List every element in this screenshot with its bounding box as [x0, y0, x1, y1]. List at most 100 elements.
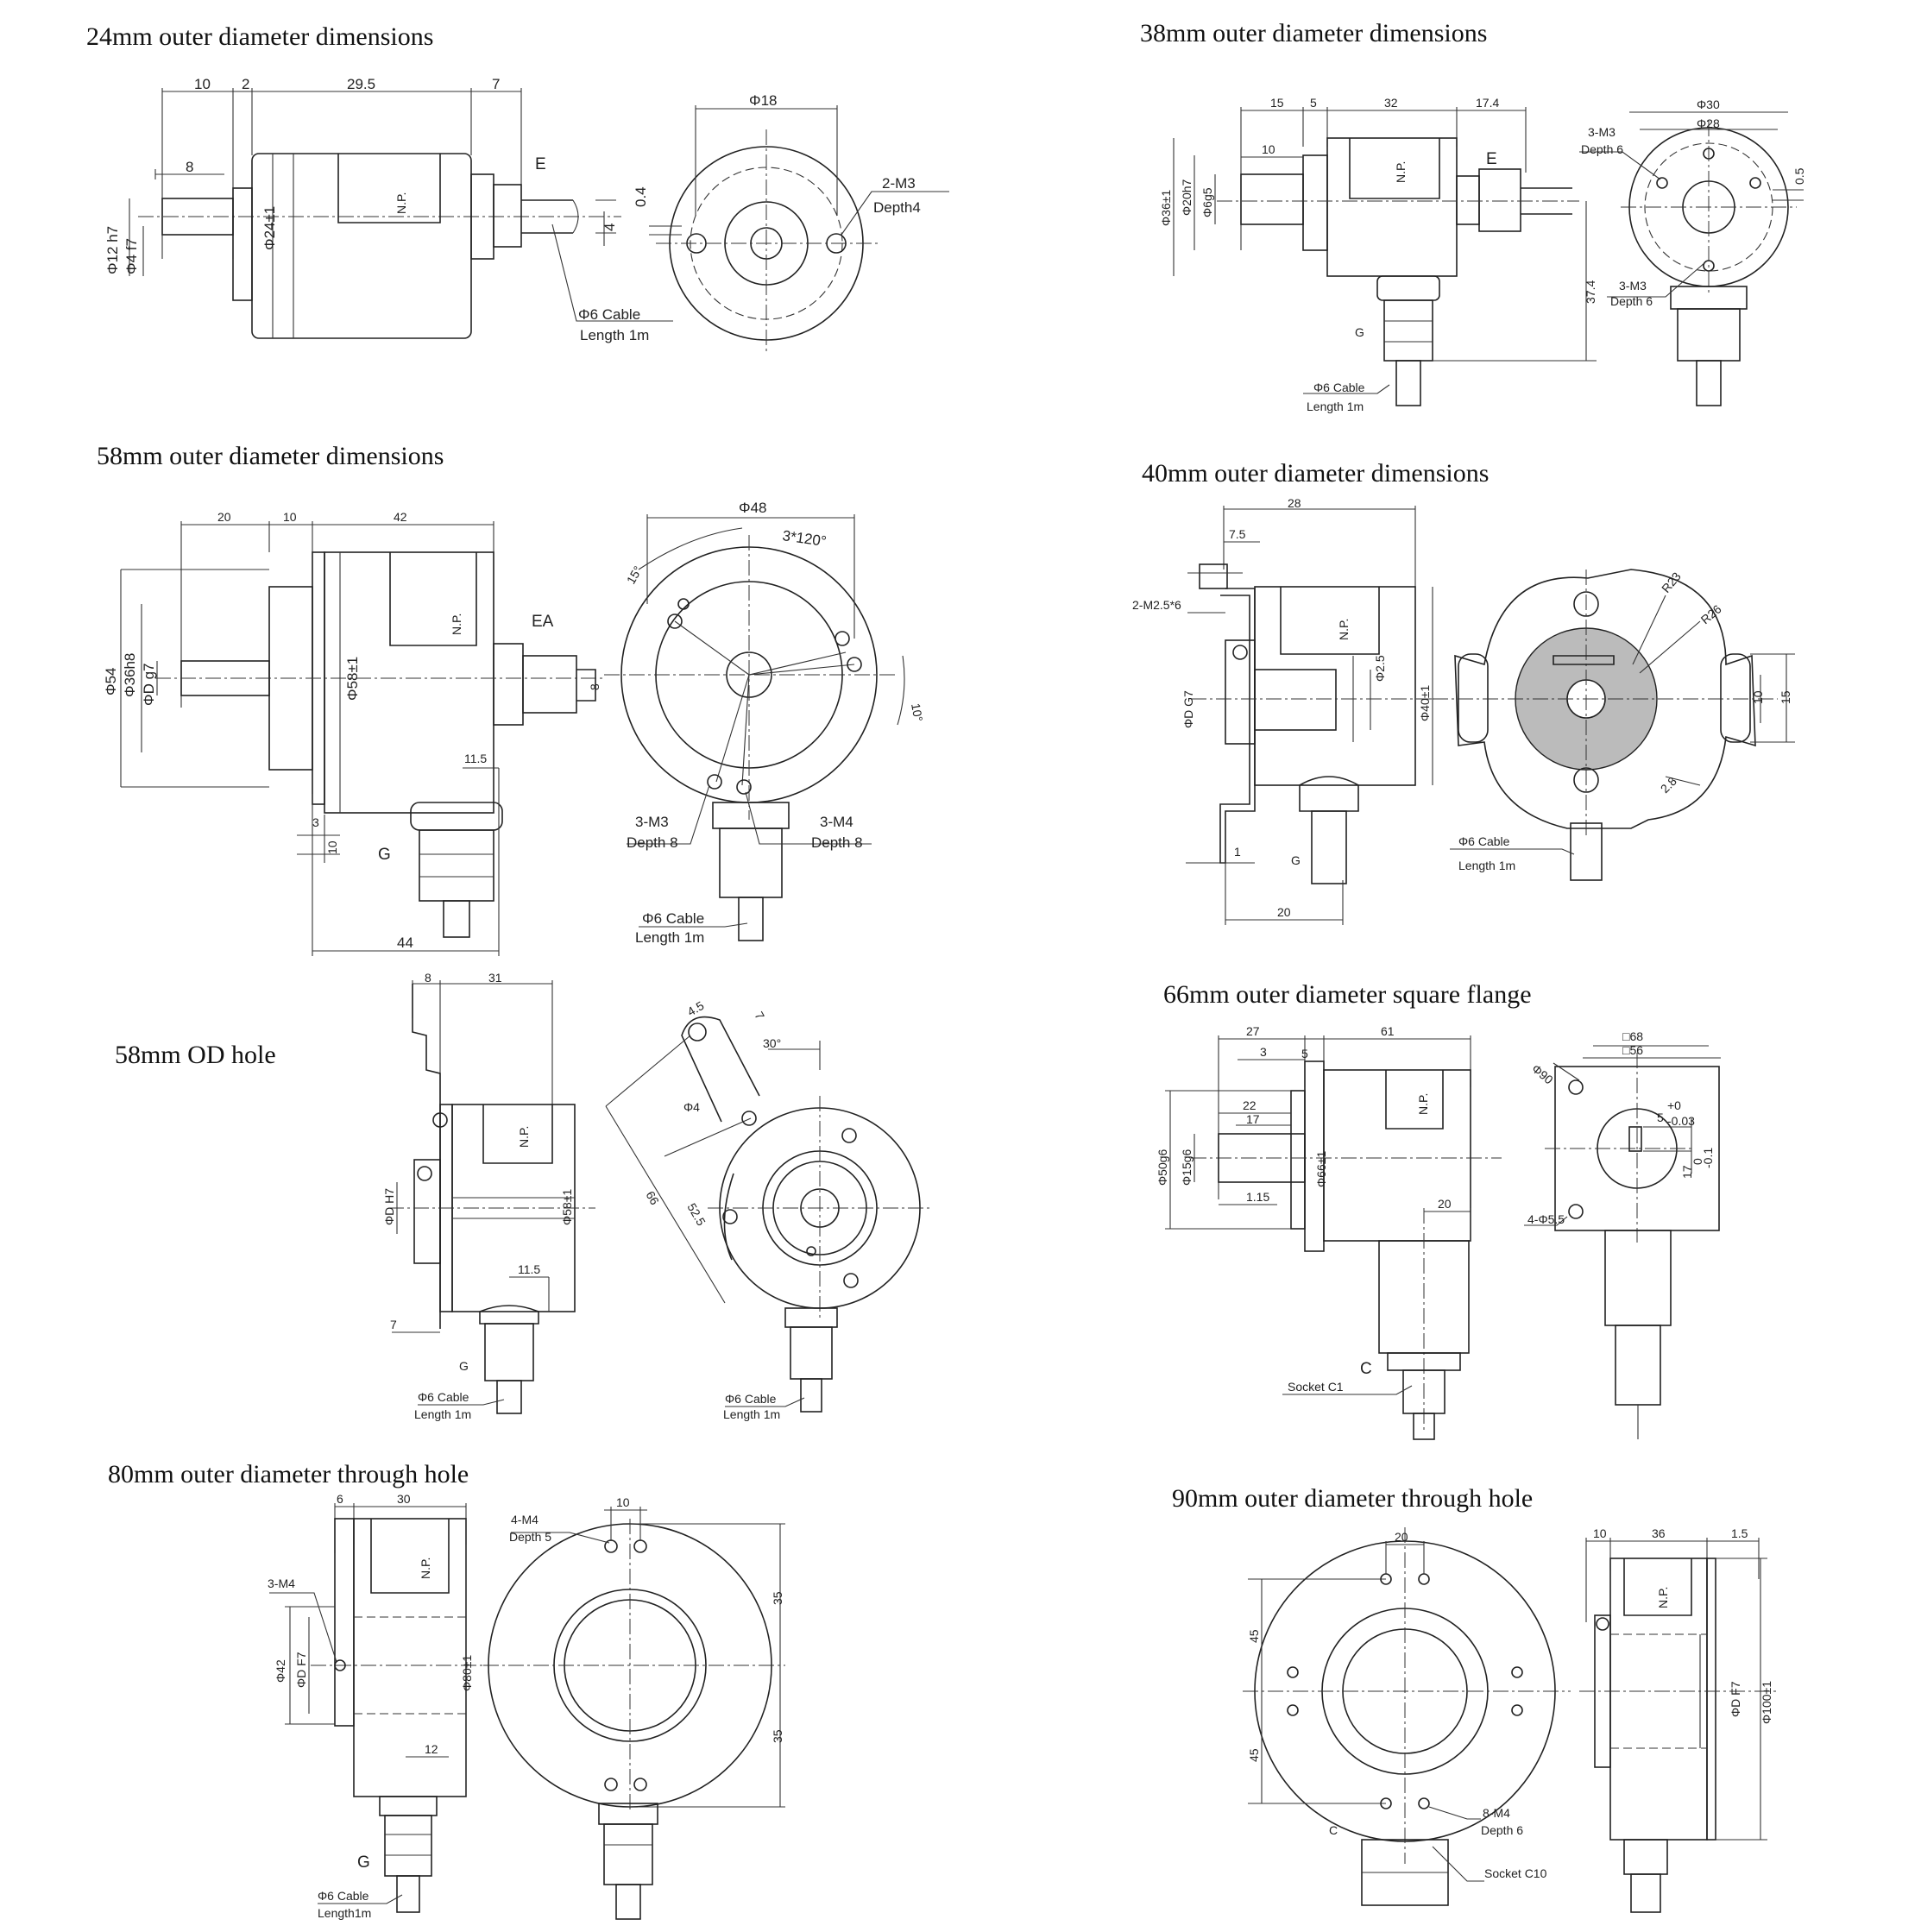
dimension-label-p40-np: N.P.	[1337, 619, 1351, 640]
front-view-90	[1243, 1527, 1571, 1906]
dimension-label-p24-d10: 10	[194, 76, 211, 92]
dimension-label-p58-m3: 3-M3	[635, 814, 669, 830]
title-66mm: 66mm outer diameter square flange	[1163, 980, 1532, 1009]
dimension-label-p24-cable: Φ6 Cable	[578, 306, 640, 323]
dimension-label-p24-phi18: Φ18	[749, 92, 777, 109]
dimension-label-p40-d15: 15	[1779, 690, 1792, 704]
dimension-label-p38-m3a: 3-M3	[1588, 125, 1616, 139]
dimension-label-p38-d10: 10	[1262, 142, 1275, 156]
dimension-label-p58-d10b: 10	[325, 840, 339, 854]
side-view-40	[1186, 506, 1433, 925]
dimension-label-p58-d3: 3	[312, 815, 319, 829]
dimension-label-p58h-d30: 30°	[763, 1036, 781, 1050]
side-view-38	[1173, 107, 1597, 406]
dimension-label-p24-phi24: Φ24±1	[261, 206, 278, 250]
dimension-label-p66-d27: 27	[1246, 1024, 1260, 1038]
dimension-label-p24-length: Length 1m	[580, 327, 649, 343]
dimension-label-p40-phid: ΦD G7	[1181, 690, 1195, 728]
dimension-label-p58-d8: 8	[588, 683, 601, 690]
dimension-label-p90-socket: Socket C10	[1484, 1866, 1547, 1880]
dimension-label-p66-tol1: +0	[1667, 1098, 1681, 1112]
dimension-label-p38-deptha: Depth 6	[1581, 142, 1623, 156]
dimension-label-p80-d35a: 35	[771, 1591, 784, 1605]
dimension-label-p90-d1-5: 1.5	[1731, 1526, 1748, 1540]
title-80mm: 80mm outer diameter through hole	[108, 1460, 469, 1488]
panel-40mm: 28 7.5 2-M2.5*6 N.P. ΦD G7 Φ2.5 Φ40±1 1 …	[1132, 496, 1795, 925]
dimension-label-p66-phi66: Φ66±1	[1314, 1151, 1328, 1187]
dimension-label-p24-d7: 7	[492, 76, 500, 92]
dimension-label-p24-d0-4: 0.4	[633, 186, 649, 207]
dimension-label-p40-m25: 2-M2.5*6	[1132, 598, 1181, 612]
dimension-label-p90-d36: 36	[1652, 1526, 1666, 1540]
dimension-label-p38-phi30: Φ30	[1697, 98, 1720, 111]
dimension-label-p66-phi15: Φ15g6	[1180, 1149, 1194, 1186]
dimension-label-p58h-d7: 7	[390, 1318, 397, 1331]
dimension-label-p38-m3b: 3-M3	[1619, 279, 1647, 293]
front-view-58	[604, 514, 905, 941]
dimension-label-p66-np: N.P.	[1416, 1093, 1430, 1115]
dimension-label-p40-d7-5: 7.5	[1229, 527, 1246, 541]
dimension-label-p80-depth: Depth 5	[509, 1530, 551, 1544]
dimension-label-p58h-phidh: ΦD H7	[382, 1188, 396, 1225]
dimension-label-p90-d20: 20	[1395, 1530, 1408, 1544]
dimension-label-p80-d6: 6	[337, 1492, 343, 1506]
dimension-label-p58h-length2: Length 1m	[723, 1407, 780, 1421]
front-view-58h	[605, 1016, 932, 1413]
dimension-label-p66-d61: 61	[1381, 1024, 1395, 1038]
dimension-label-p66-d3: 3	[1260, 1045, 1267, 1059]
dimension-label-p38-phi6: Φ6g5	[1200, 187, 1214, 217]
panel-24mm: 10 2 29.5 7 8 E N.P. Φ12 h7 Φ4 f7 Φ24±1 …	[104, 76, 949, 354]
dimension-label-p58-d10: 10	[283, 510, 297, 524]
dimension-label-p58h-length1: Length 1m	[414, 1407, 471, 1421]
panel-66mm: 27 61 3 5 22 17 N.P. Φ50g6 Φ15g6 Φ66±1 1…	[1156, 1024, 1721, 1440]
dimension-label-p38-phi36: Φ36±1	[1159, 190, 1173, 226]
dimension-label-p66-sq68: □68	[1622, 1029, 1643, 1043]
dimension-label-p40-cable: Φ6 Cable	[1458, 834, 1510, 848]
title-58mm-hole: 58mm OD hole	[115, 1041, 276, 1069]
title-90mm: 90mm outer diameter through hole	[1172, 1484, 1534, 1513]
dimension-label-p66-holes: 4-Φ5.5	[1527, 1212, 1565, 1226]
dimension-label-p66-phi90: Φ90	[1529, 1061, 1556, 1087]
dimension-label-p90-np: N.P.	[1656, 1587, 1670, 1608]
dimension-label-p66-tol4: -0.1	[1701, 1148, 1715, 1168]
front-view-40	[1433, 569, 1795, 881]
dimension-label-p66-sq56: □56	[1622, 1043, 1643, 1057]
dimension-label-p58-d44: 44	[397, 935, 413, 951]
dimension-label-p24-phi12: Φ12 h7	[104, 226, 121, 274]
title-38mm: 38mm outer diameter dimensions	[1140, 19, 1488, 47]
dimension-label-p58-d3x120: 3*120°	[781, 527, 827, 550]
front-view-80	[483, 1507, 785, 1920]
dimension-label-p90-phi100: Φ100±1	[1760, 1681, 1773, 1724]
panel-38mm: 15 5 32 17.4 10 E N.P. Φ36±1 Φ20h7 Φ6g5 …	[1159, 96, 1806, 413]
dimension-label-p40-r26: R26	[1698, 601, 1724, 626]
title-40mm: 40mm outer diameter dimensions	[1142, 459, 1490, 488]
dimension-label-p38-cable: Φ6 Cable	[1313, 381, 1365, 394]
dimension-label-p58-cable: Φ6 Cable	[642, 910, 704, 927]
dimension-label-p38-d15: 15	[1270, 96, 1284, 110]
dimension-label-p24-np: N.P.	[394, 192, 408, 214]
dimension-label-p90-d45b: 45	[1247, 1748, 1261, 1762]
dimension-label-p66-d22: 22	[1243, 1098, 1257, 1112]
dimension-label-p58-depth8a: Depth 8	[627, 834, 678, 851]
dimension-label-p80-d12: 12	[425, 1742, 438, 1756]
dimension-label-p24-d29-5: 29.5	[347, 76, 375, 92]
panel-90mm: 20 45 45 C 8-M4 Depth 6 Socket C10	[1243, 1526, 1778, 1913]
dimension-label-p58h-phi4: Φ4	[683, 1100, 700, 1114]
dimension-label-p66-tol2: -0.03	[1667, 1114, 1695, 1128]
dimension-label-p66-d5: 5	[1301, 1047, 1308, 1060]
dimension-label-p80-d35b: 35	[771, 1729, 784, 1743]
dimension-label-p24-depth: Depth4	[873, 199, 921, 216]
title-24mm: 24mm outer diameter dimensions	[86, 22, 434, 51]
dimension-label-p80-phi80: Φ80±1	[460, 1655, 474, 1691]
dimension-label-p38-length: Length 1m	[1307, 400, 1364, 413]
dimension-label-p40-length: Length 1m	[1458, 859, 1515, 872]
dimension-label-p40-d28: 28	[1288, 496, 1301, 510]
dimension-label-p80-cable: Φ6 Cable	[318, 1889, 369, 1903]
dimension-label-p58-m4: 3-M4	[820, 814, 853, 830]
dimension-label-p58-ea: EA	[532, 613, 554, 631]
dimension-label-p38-phi28: Φ28	[1697, 116, 1720, 130]
dimension-label-p38-e: E	[1486, 150, 1497, 168]
dimension-label-p58-length: Length 1m	[635, 929, 704, 946]
dimension-label-p90-c: C	[1329, 1823, 1338, 1837]
dimension-label-p80-m4b: 4-M4	[511, 1513, 539, 1526]
